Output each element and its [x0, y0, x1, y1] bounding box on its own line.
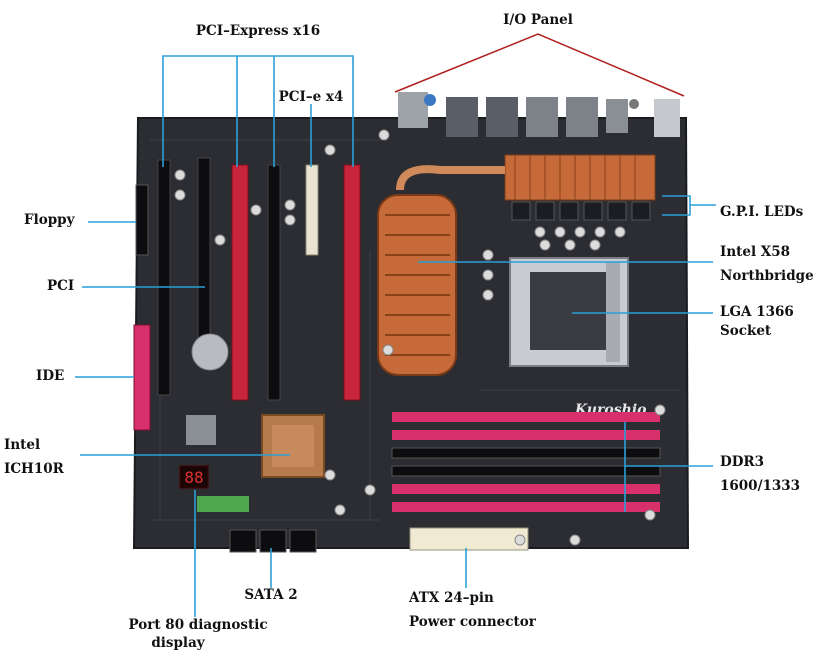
pci-slot	[157, 159, 171, 396]
label-x58-line1: Intel X58	[720, 244, 791, 260]
pcie-x16-slot-2	[267, 164, 281, 401]
label-lga-line1: LGA 1366	[720, 304, 794, 320]
pcie-x1-slot	[197, 157, 211, 364]
label-pcie-x16: PCI–Express x16	[195, 23, 321, 39]
sata-port-2	[259, 529, 287, 553]
pcb-traces	[150, 139, 680, 521]
dimm-slot-6	[392, 502, 660, 512]
label-lga-line2: Socket	[720, 323, 772, 339]
label-floppy: Floppy	[24, 212, 75, 228]
floppy-connector	[135, 184, 149, 256]
label-atx-line1: ATX 24–pin	[409, 590, 494, 606]
bios-chip	[186, 415, 216, 445]
label-ddr3-line1: DDR3	[720, 454, 765, 470]
dimm-slot-2	[392, 430, 660, 440]
vrm-heatsink	[504, 154, 656, 201]
vrm-chokes	[511, 201, 651, 221]
io-panel-bracket	[394, 33, 685, 97]
ide-connector	[133, 324, 151, 431]
port80-digits: 88	[184, 468, 203, 487]
dimm-slot-5	[392, 484, 660, 494]
label-ich10r-line2: ICH10R	[4, 461, 64, 477]
label-port80-line1: Port 80 diagnostic	[128, 617, 268, 633]
heatpipe	[396, 165, 505, 191]
label-ide: IDE	[36, 368, 65, 384]
io-ports	[398, 92, 680, 137]
label-x58-line2: Northbridge	[720, 268, 814, 284]
dimm-slot-1	[392, 412, 660, 422]
label-ddr3-line2: 1600/1333	[720, 478, 801, 494]
pcie-x16-slot-1	[231, 164, 249, 401]
cmos-battery	[191, 333, 229, 371]
sata-port-3	[289, 529, 317, 553]
dimm-slot-4	[391, 465, 661, 477]
label-atx-line2: Power connector	[409, 614, 536, 630]
pcie-x4-slot	[305, 164, 319, 256]
green-header	[197, 496, 249, 512]
label-pcie-x4: PCI–e x4	[278, 89, 344, 105]
port80-display	[179, 465, 209, 489]
label-port80-line2: display	[151, 635, 205, 651]
label-io-panel: I/O Panel	[503, 12, 573, 28]
dimm-slot-3	[391, 447, 661, 459]
label-pci: PCI	[47, 278, 75, 294]
pcie-x16-slot-3	[343, 164, 361, 401]
label-sata: SATA 2	[244, 587, 298, 603]
sata-port-1	[229, 529, 257, 553]
leader-lines	[75, 55, 716, 617]
label-gpi-leds: G.P.I. LEDs	[720, 204, 804, 220]
label-ich10r-line1: Intel	[4, 437, 41, 453]
capacitors	[174, 129, 666, 546]
northbridge-heatsink	[377, 194, 457, 376]
atx-24pin-connector	[409, 527, 529, 551]
